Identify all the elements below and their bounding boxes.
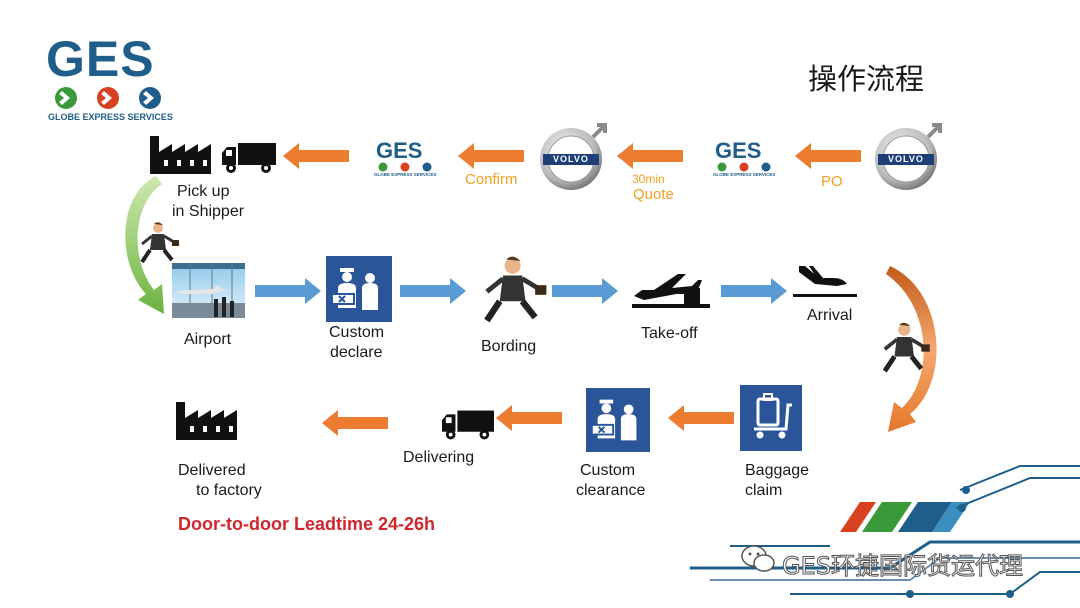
baggage-claim-label-2: claim	[745, 482, 783, 499]
watermark-text: GES环捷国际货运代理	[782, 552, 1024, 581]
quote-time-label: 30min	[632, 172, 665, 186]
takeoff-label: Take-off	[641, 325, 698, 342]
curved-arrow-down-icon	[886, 266, 937, 432]
volvo-logo: VOLVO	[537, 121, 609, 193]
arrow-left-icon	[283, 143, 349, 169]
arrow-right-icon	[721, 278, 787, 304]
takeoff-icon	[632, 274, 710, 308]
volvo-logo: VOLVO	[872, 121, 944, 193]
arrow-right-icon	[400, 278, 466, 304]
arrow-left-icon	[795, 143, 861, 169]
custom-declare-label: Custom	[329, 324, 385, 341]
arrow-right-icon	[255, 278, 321, 304]
corner-decoration-icon	[690, 465, 1080, 598]
delivered-label-2: to factory	[196, 482, 262, 499]
custom-declare-label-2: declare	[330, 344, 383, 361]
pickup-label-2: in Shipper	[172, 203, 245, 220]
volvo-badge-icon	[540, 123, 607, 190]
ges-small-wordmark: GES	[715, 138, 762, 163]
factory-icon	[176, 402, 237, 440]
curved-arrow-down-icon	[125, 176, 164, 314]
leadtime-text: Door-to-door Leadtime 24-26h	[178, 514, 436, 534]
arrow-left-icon	[668, 405, 734, 431]
airport-photo	[172, 263, 245, 318]
arrival-label: Arrival	[807, 307, 853, 324]
luggage-cart-icon	[754, 393, 792, 439]
ges-logo-tagline: GLOBE EXPRESS SERVICES	[48, 112, 173, 122]
quote-label: Quote	[633, 186, 674, 203]
volvo-badge-icon	[875, 123, 942, 190]
arrow-left-icon	[617, 143, 683, 169]
truck-icon	[222, 143, 276, 173]
running-businessman-icon	[140, 222, 179, 264]
running-businessman-icon	[484, 256, 547, 323]
ges-small-wordmark: GES	[376, 138, 423, 163]
customs-officer-icon	[326, 256, 392, 322]
custom-clearance-label-2: clearance	[576, 482, 646, 499]
arrow-left-icon	[322, 410, 388, 436]
running-businessman-icon	[882, 322, 930, 373]
page-title: 操作流程	[808, 62, 925, 96]
custom-clearance-label: Custom	[580, 462, 636, 479]
ges-small-chevrons-icon	[378, 162, 432, 172]
ges-small-tagline: GLOBE EXPRESS SERVICES	[374, 172, 437, 177]
ges-logo-chevrons-icon	[55, 87, 161, 109]
delivering-label: Delivering	[403, 449, 475, 466]
arrow-left-icon	[496, 405, 562, 431]
ges-small-tagline: GLOBE EXPRESS SERVICES	[713, 172, 776, 177]
volvo-wordmark: VOLVO	[888, 154, 924, 164]
factory-icon	[150, 136, 211, 174]
ges-small-logo: GES GLOBE EXPRESS SERVICES	[711, 138, 777, 178]
baggage-claim-label: Baggage	[745, 462, 810, 479]
ges-small-chevrons-icon	[717, 162, 771, 172]
bording-label: Bording	[481, 338, 537, 355]
airport-scene-icon	[172, 263, 245, 318]
arrow-right-icon	[552, 278, 618, 304]
po-label: PO	[821, 173, 843, 190]
volvo-wordmark: VOLVO	[553, 154, 589, 164]
ges-logo: GES GLOBE EXPRESS SERVICES	[46, 31, 176, 126]
customs-officer-glyph-icon	[590, 399, 637, 441]
truck-icon	[442, 410, 494, 440]
airport-label: Airport	[184, 331, 232, 348]
delivered-label: Delivered	[178, 462, 246, 479]
baggage-claim-icon	[740, 385, 802, 451]
ges-small-logo: GES GLOBE EXPRESS SERVICES	[372, 138, 438, 178]
confirm-label: Confirm	[465, 171, 518, 188]
arrow-left-icon	[458, 143, 524, 169]
wechat-icon	[741, 545, 775, 572]
arrival-icon	[793, 266, 857, 297]
ges-logo-wordmark: GES	[46, 31, 155, 87]
customs-officer-glyph-icon	[331, 268, 378, 310]
pickup-label: Pick up	[177, 183, 230, 200]
customs-officer-icon	[586, 388, 650, 452]
